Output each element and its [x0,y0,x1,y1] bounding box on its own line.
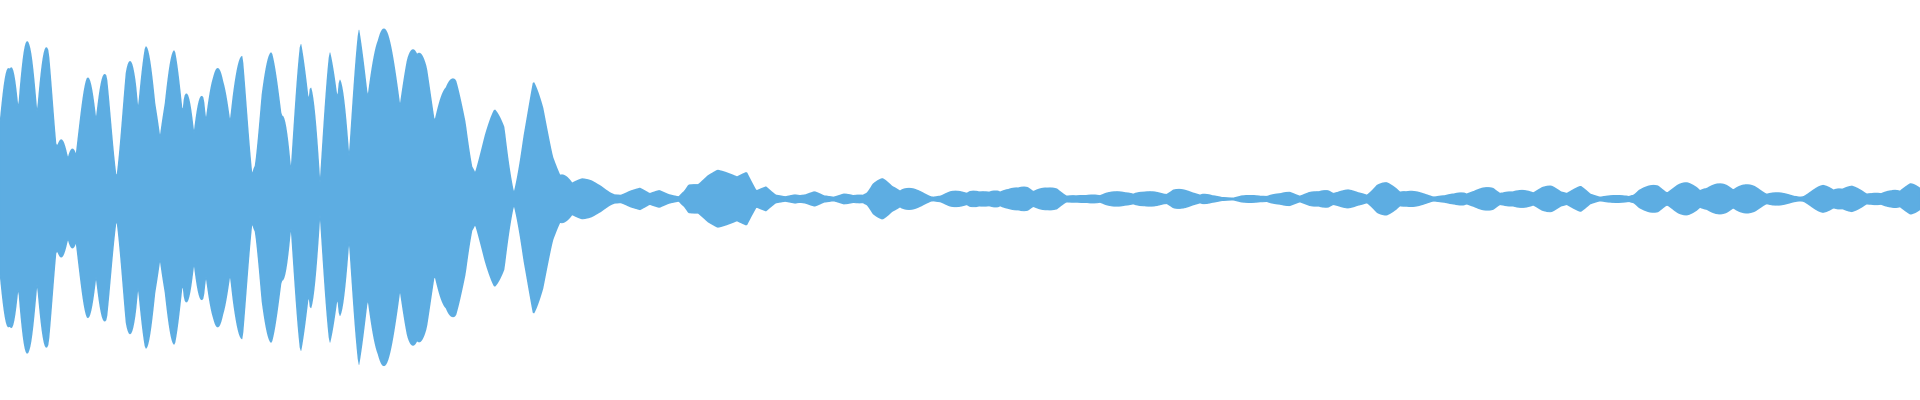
waveform-shape [0,28,1920,367]
